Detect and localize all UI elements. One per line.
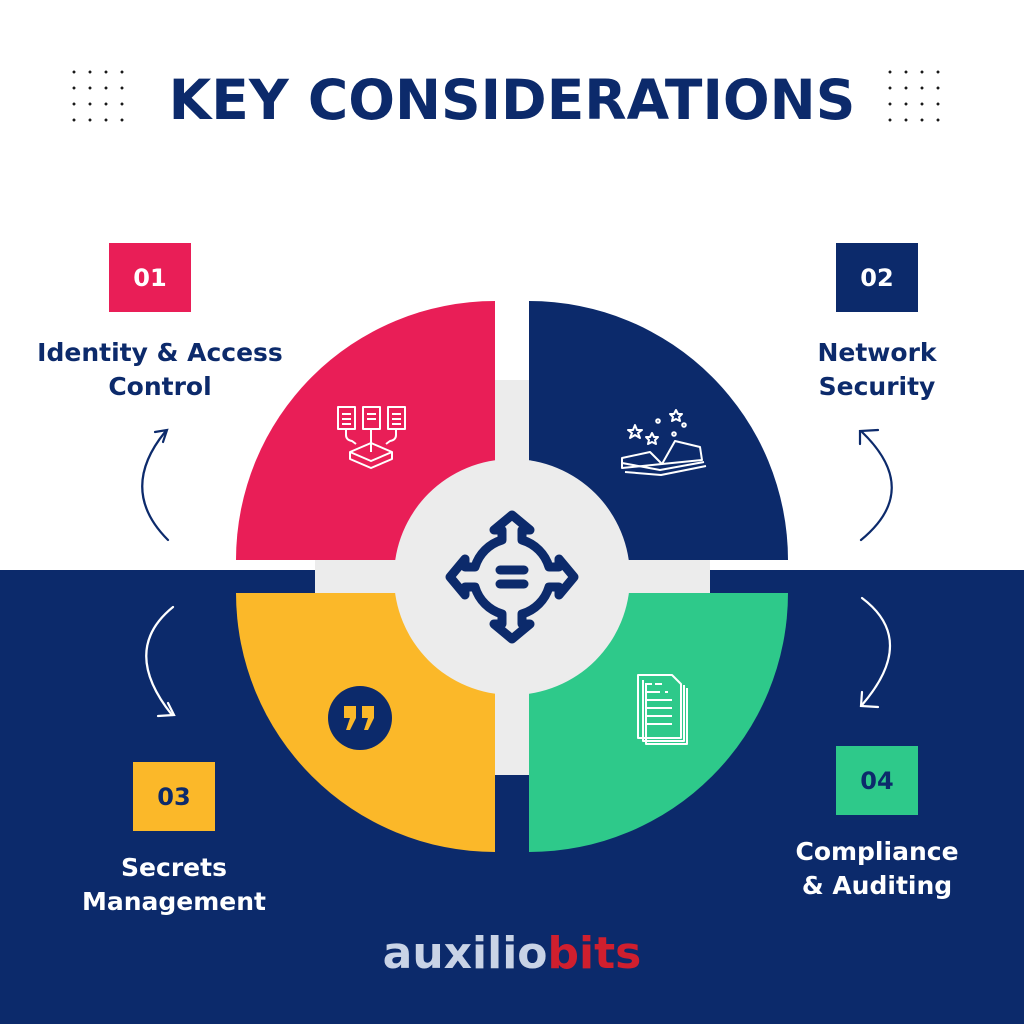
label-secrets-management: Secrets Management bbox=[81, 853, 267, 916]
label-identity-access-control: Identity & Access Control bbox=[37, 338, 283, 401]
document-stack-icon bbox=[637, 674, 688, 745]
arrow-curve-01-icon bbox=[141, 428, 170, 542]
badge-03-number: 03 bbox=[157, 782, 191, 811]
arrow-curve-03-icon bbox=[145, 605, 176, 718]
quote-bubble-icon bbox=[328, 686, 392, 750]
badge-01-number: 01 bbox=[133, 263, 167, 292]
brand-logo: auxiliobits bbox=[0, 928, 1024, 979]
logo-part-auxilio: auxilio bbox=[382, 928, 548, 979]
center-circle bbox=[394, 459, 630, 695]
four-way-arrows-equal-icon bbox=[445, 510, 579, 644]
badge-03: 03 bbox=[133, 762, 215, 831]
arrow-curve-04-icon bbox=[859, 596, 892, 709]
dot-grid-right-decoration bbox=[882, 64, 952, 134]
badge-04-number: 04 bbox=[860, 766, 894, 795]
documents-merge-icon bbox=[337, 406, 406, 469]
badge-02-number: 02 bbox=[860, 263, 894, 292]
badge-04: 04 bbox=[836, 746, 918, 815]
label-network-security: Network Security bbox=[817, 338, 937, 401]
logo-part-bits: bits bbox=[547, 928, 642, 979]
open-book-stars-icon bbox=[621, 409, 707, 476]
badge-01: 01 bbox=[109, 243, 191, 312]
label-compliance-auditing: Compliance & Auditing bbox=[795, 837, 959, 900]
dot-grid-left-decoration bbox=[66, 64, 136, 134]
badge-02: 02 bbox=[836, 243, 918, 312]
arrow-curve-02-icon bbox=[858, 428, 893, 542]
page-title: KEY CONSIDERATIONS bbox=[168, 68, 856, 132]
